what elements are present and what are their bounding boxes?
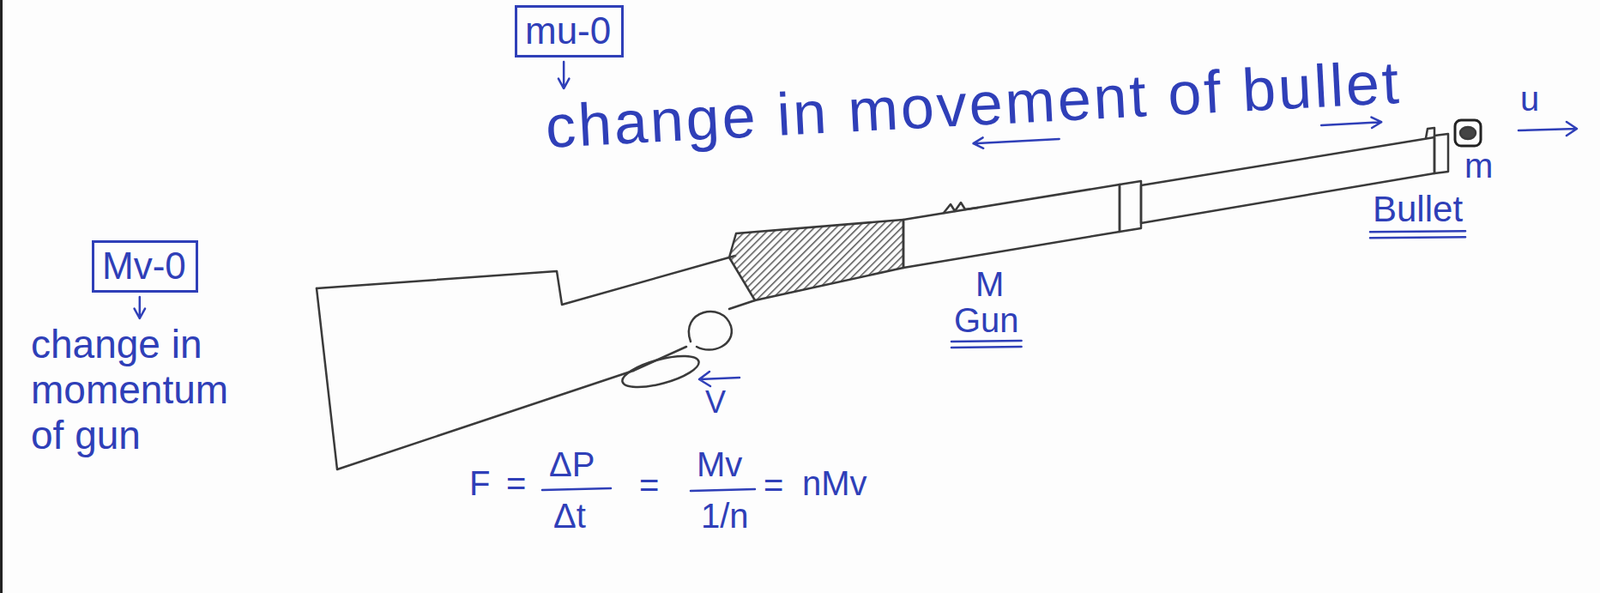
gun-forend: [903, 184, 1120, 268]
page-border: [0, 0, 3, 593]
bullet-core: [1460, 126, 1476, 139]
direction-arrow: [973, 137, 1060, 148]
formula-box: mu-0: [514, 5, 624, 58]
formula-term: Δt: [553, 495, 586, 536]
underline: [951, 346, 1022, 348]
leader-arrow: [558, 61, 569, 89]
formula-term: =: [639, 464, 659, 505]
fraction-bar: [690, 489, 755, 491]
fraction-bar: [542, 488, 611, 490]
underline: [951, 340, 1022, 342]
leader-arrow: [134, 296, 145, 319]
annotation: change in momentum of gun: [30, 321, 246, 459]
formula-term: Mv: [696, 444, 743, 484]
formula-term: =: [763, 464, 784, 505]
part-name: Bullet: [1372, 188, 1463, 230]
box-text: Mv-0: [102, 244, 188, 289]
velocity-symbol: V: [705, 384, 726, 420]
formula-term: ΔP: [549, 444, 595, 484]
mass-symbol: M: [975, 264, 1004, 304]
mass-symbol: m: [1464, 145, 1493, 186]
recoil-arrow: [699, 371, 740, 387]
formula-term: F: [469, 463, 490, 503]
rear-sight: [943, 202, 979, 213]
gun-stock-top: [316, 255, 736, 305]
trigger-line: [729, 300, 755, 309]
muzzle: [1434, 133, 1449, 174]
annotation: change in movement of bullet: [543, 48, 1403, 163]
formula-term: 1/n: [700, 495, 749, 536]
gun-stock-butt: [316, 288, 634, 470]
barrel-band: [1119, 181, 1142, 232]
underline: [1370, 230, 1466, 232]
velocity-symbol: u: [1520, 78, 1540, 119]
trigger-guard: [688, 311, 732, 351]
part-name: Gun: [953, 300, 1020, 340]
bullet-shape: [1455, 120, 1481, 146]
velocity-arrow: [1518, 121, 1577, 136]
formula-term: nMv: [802, 463, 868, 503]
formula-term: =: [506, 463, 526, 503]
gun-receiver: [729, 219, 904, 301]
front-sight: [1425, 127, 1435, 139]
box-text: mu-0: [525, 9, 614, 54]
lever-grip: [619, 350, 702, 394]
formula-box: Mv-0: [91, 240, 199, 293]
underline: [1370, 236, 1466, 238]
